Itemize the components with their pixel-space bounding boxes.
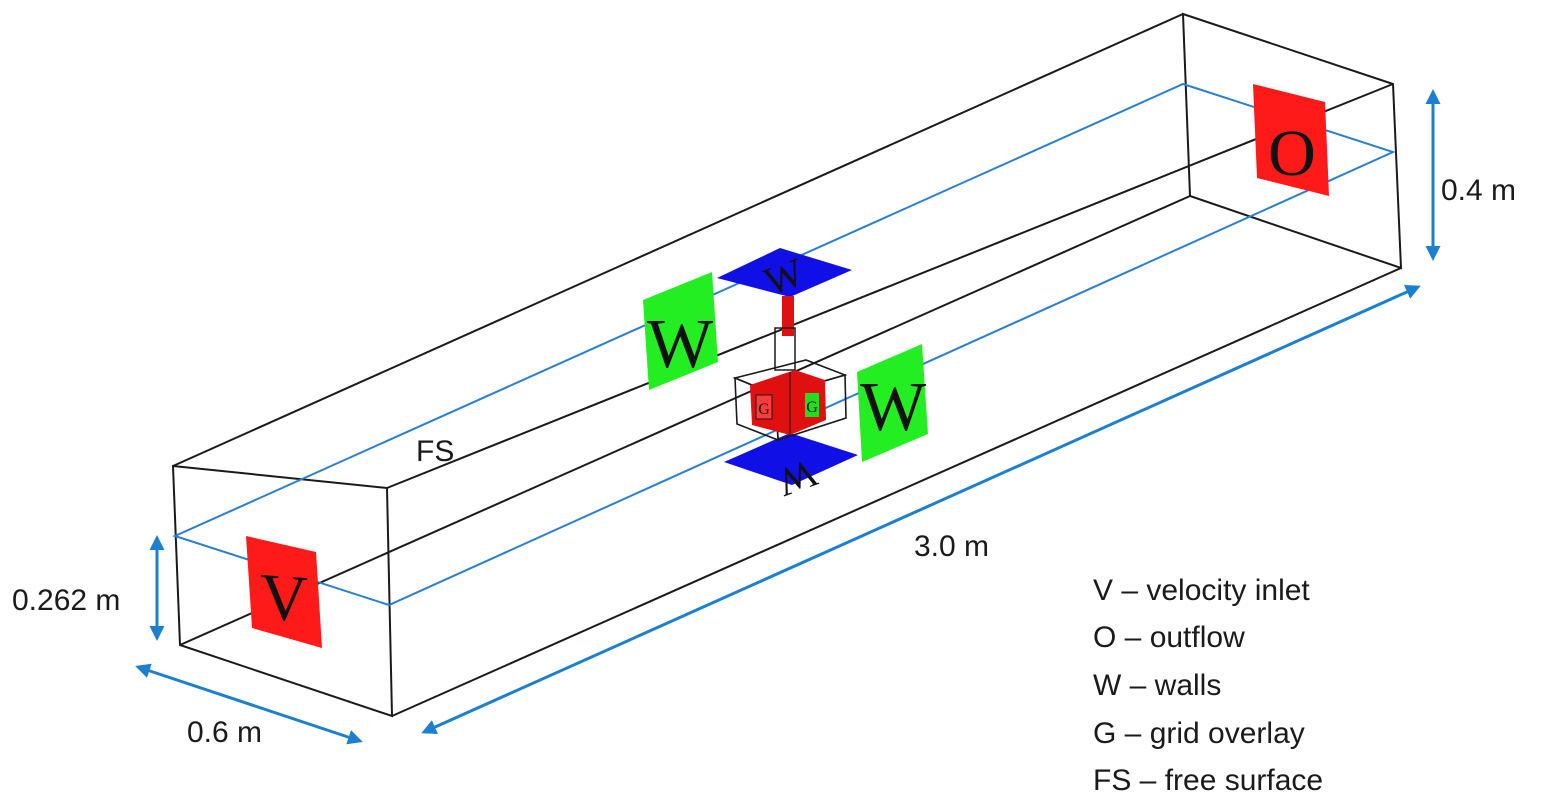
legend-item: V – velocity inlet: [1093, 574, 1310, 607]
legend-item: W – walls: [1093, 669, 1221, 702]
grid-right-letter: G: [806, 399, 818, 416]
length-label: 3.0 m: [914, 530, 989, 563]
legend-item: O – outflow: [1093, 621, 1245, 654]
top-wall-patch: W: [717, 248, 852, 304]
right-wall-patch-letter: W: [860, 369, 926, 446]
edge-bottom-left: [179, 195, 1191, 646]
outlet-patch: O: [1253, 84, 1329, 196]
width-arrow: [135, 663, 363, 745]
grid-left-letter: G: [758, 401, 770, 418]
legend-item: FS – free surface: [1093, 764, 1323, 797]
edge-bottom-right: [391, 267, 1402, 717]
legend: V – velocity inlet O – outflow W – walls…: [1093, 574, 1323, 797]
edge-top-left: [172, 13, 1184, 467]
inlet-patch: V: [246, 536, 322, 648]
free-surface-label: FS: [416, 435, 454, 468]
height-label: 0.4 m: [1441, 174, 1516, 207]
dimension-arrows: [135, 89, 1441, 745]
left-wall-patch: W: [643, 272, 718, 390]
length-arrow: [421, 285, 1421, 734]
outlet-patch-letter: O: [1268, 117, 1316, 190]
free-surface-plane: [172, 82, 1396, 607]
right-wall-patch: W: [857, 344, 928, 462]
inlet-patch-letter: V: [260, 560, 308, 636]
support-rod: [782, 296, 794, 336]
left-wall-patch-letter: W: [647, 306, 713, 383]
legend-item: G – grid overlay: [1093, 717, 1305, 750]
width-label: 0.6 m: [187, 716, 262, 749]
model-assembly: G G: [732, 296, 848, 442]
water-depth-label: 0.262 m: [12, 584, 120, 617]
